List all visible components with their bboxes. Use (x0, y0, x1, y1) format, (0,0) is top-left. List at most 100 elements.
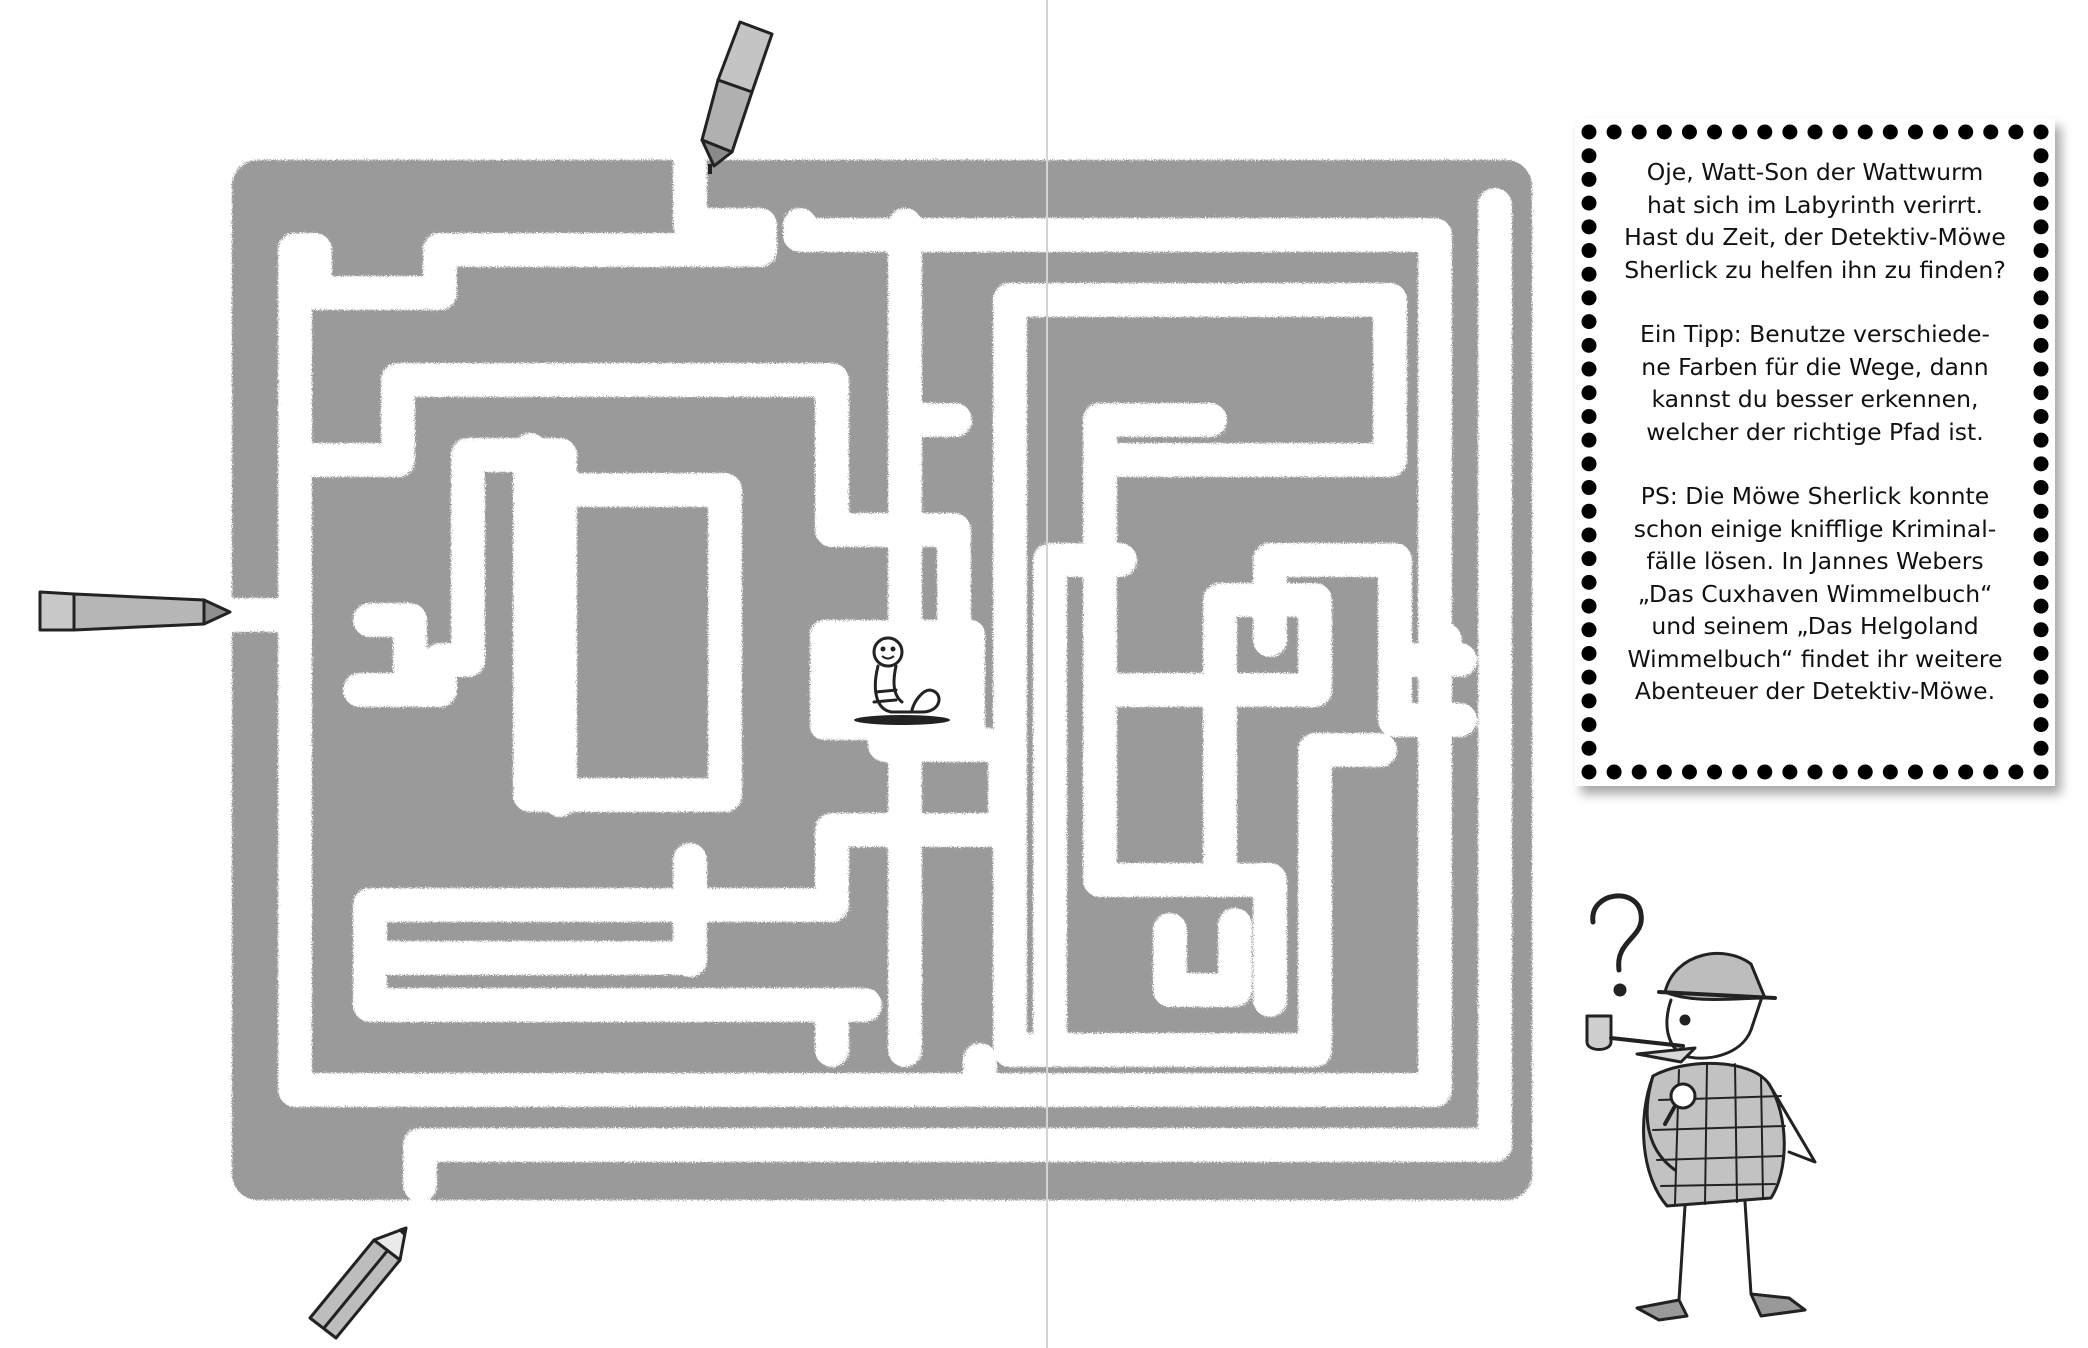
frame-dot (2033, 195, 2049, 211)
frame-dot (1807, 764, 1823, 780)
frame-dot (1933, 764, 1949, 780)
frame-dot (2033, 124, 2049, 140)
frame-dot (1581, 408, 1597, 424)
frame-dot (1581, 432, 1597, 448)
frame-dot (1832, 764, 1848, 780)
frame-dot (1907, 124, 1923, 140)
frame-dot (1581, 290, 1597, 306)
frame-dot (2033, 385, 2049, 401)
frame-dot (1581, 740, 1597, 756)
frame-dot (1581, 148, 1597, 164)
frame-dot (1807, 124, 1823, 140)
frame-dot (1581, 314, 1597, 330)
frame-dot (1581, 693, 1597, 709)
frame-dot (1581, 574, 1597, 590)
frame-dot (2033, 219, 2049, 235)
pencil-icon (308, 1226, 408, 1340)
frame-dot (1581, 551, 1597, 567)
frame-dot (1707, 124, 1723, 140)
info-line: welcher der richtige Pfad ist. (1646, 417, 1984, 446)
seagull-detective-icon (1585, 893, 1817, 1322)
frame-dot (1581, 243, 1597, 259)
info-paragraph: PS: Die Möwe Sherlick konnte schon einige… (1609, 480, 2021, 708)
frame-dot (1882, 764, 1898, 780)
frame-dot (1581, 598, 1597, 614)
frame-dot (2033, 598, 2049, 614)
frame-dot (1631, 764, 1647, 780)
frame-dot (1581, 669, 1597, 685)
frame-dot (1832, 124, 1848, 140)
frame-dot (1656, 764, 1672, 780)
frame-dot (1581, 195, 1597, 211)
frame-dot (1681, 124, 1697, 140)
frame-dot (1681, 764, 1697, 780)
frame-dot (2033, 290, 2049, 306)
info-paragraph: Oje, Watt-Son der Wattwurm hat sich im La… (1609, 156, 2021, 286)
info-line: ne Farben für die Wege, dann (1641, 352, 1989, 381)
frame-dot (2033, 669, 2049, 685)
frame-dot (2033, 740, 2049, 756)
info-line: Oje, Watt-Son der Wattwurm (1646, 158, 1984, 186)
info-box: Oje, Watt-Son der Wattwurm hat sich im La… (1575, 118, 2055, 786)
page-fold-line (1046, 0, 1048, 1348)
frame-dot (1757, 764, 1773, 780)
frame-dot (2033, 693, 2049, 709)
frame-dot (2033, 408, 2049, 424)
worm-icon (854, 636, 950, 725)
frame-dot (2033, 527, 2049, 543)
frame-dot (1732, 764, 1748, 780)
info-line: Sherlick zu helfen ihn zu finden? (1624, 255, 2006, 284)
frame-dot (2033, 314, 2049, 330)
frame-dot (1958, 124, 1974, 140)
frame-dot (1757, 124, 1773, 140)
frame-dot (1581, 717, 1597, 733)
frame-dot (2033, 622, 2049, 638)
frame-dot (1581, 622, 1597, 638)
frame-dot (1581, 361, 1597, 377)
info-line: fälle lösen. In Jannes Webers (1646, 547, 1984, 575)
frame-dot (2033, 645, 2049, 661)
info-line: „Das Cuxhaven Wimmelbuch“ (1637, 579, 1993, 608)
frame-dot (1782, 124, 1798, 140)
frame-dot (1581, 171, 1597, 187)
frame-dot (1656, 124, 1672, 140)
frame-dot (1581, 266, 1597, 282)
frame-dot (2008, 764, 2024, 780)
info-line: Ein Tipp: Benutze verschiede- (1640, 320, 1990, 348)
frame-dot (1581, 337, 1597, 353)
frame-dot (2033, 337, 2049, 353)
frame-dot (2033, 266, 2049, 282)
frame-dot (2033, 171, 2049, 187)
frame-dot (2033, 432, 2049, 448)
frame-dot (1581, 527, 1597, 543)
frame-dot (1606, 124, 1622, 140)
info-line: Abenteuer der Detektiv-Möwe. (1634, 677, 1996, 705)
frame-dot (2033, 503, 2049, 519)
frame-dot (1907, 764, 1923, 780)
frame-dot (1581, 503, 1597, 519)
frame-dot (1707, 764, 1723, 780)
frame-dot (2033, 361, 2049, 377)
frame-dot (2033, 456, 2049, 472)
frame-dot (1581, 480, 1597, 496)
frame-dot (2033, 717, 2049, 733)
info-paragraph: Ein Tipp: Benutze verschiede-ne Farben f… (1609, 318, 2021, 448)
frame-dot (1606, 764, 1622, 780)
frame-dot (2033, 764, 2049, 780)
info-line: hat sich im Labyrinth verirrt. (1646, 190, 1984, 219)
info-text: Oje, Watt-Son der Wattwurm hat sich im La… (1609, 156, 2021, 740)
frame-dot (1732, 124, 1748, 140)
marker-pen-icon (700, 20, 774, 174)
info-line: PS: Die Möwe Sherlick konnte (1640, 482, 1990, 510)
frame-dot (1983, 764, 1999, 780)
maze-paths (203, 148, 1512, 1202)
frame-dot (1631, 124, 1647, 140)
info-line: Wimmelbuch“ findet ihr weitere (1627, 644, 2003, 673)
frame-dot (1581, 385, 1597, 401)
frame-dot (1581, 764, 1597, 780)
frame-dot (1782, 764, 1798, 780)
info-line: schon einige knifflige Kriminal- (1633, 514, 1997, 543)
frame-dot (2033, 574, 2049, 590)
frame-dot (1882, 124, 1898, 140)
